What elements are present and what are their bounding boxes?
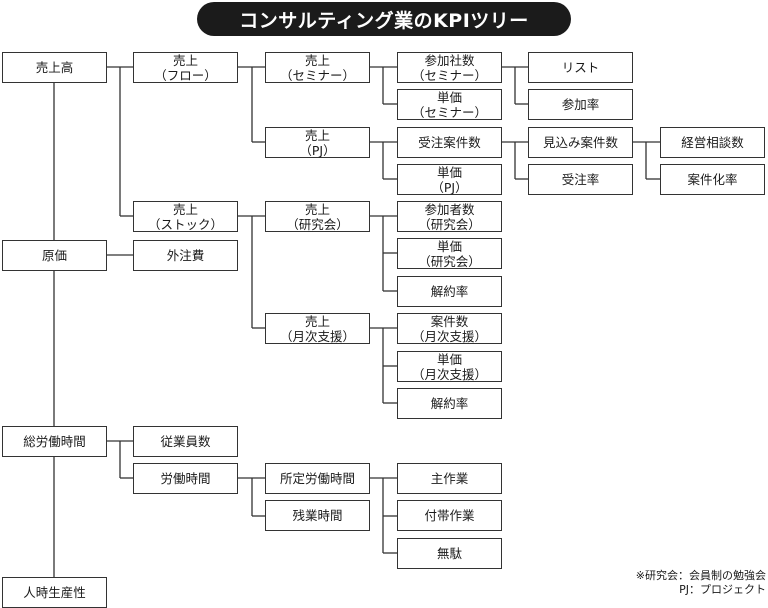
node-sublabel: （研究会） [418, 216, 481, 232]
node-label: 外注費 [166, 248, 205, 263]
node-label: 売上 [172, 52, 198, 68]
node-label: 所定労働時間 [279, 471, 355, 486]
node-label: 売上 [172, 201, 198, 217]
node-label: 労働時間 [160, 471, 211, 486]
node-sublabel: （研究会） [286, 216, 349, 232]
node-label: 従業員数 [160, 434, 211, 449]
node-label: 経営相談数 [681, 135, 744, 150]
footnote-line: ※研究会：会員制の勉強会 [635, 569, 766, 582]
node-order-rate: 受注率 [528, 164, 633, 195]
node-churn-monthly: 解約率 [397, 388, 502, 419]
node-unit-price-monthly: 単価 （月次支援） [397, 351, 502, 382]
node-label: 解約率 [430, 284, 469, 299]
node-label: 売上 [304, 52, 330, 68]
node-label: 単価 [436, 89, 462, 105]
node-label: 参加率 [561, 97, 600, 112]
node-list: リスト [528, 52, 633, 83]
node-label: 案件化率 [687, 172, 738, 187]
page-title: コンサルティング業のKPIツリー [197, 2, 571, 36]
node-label: 原価 [41, 248, 67, 263]
node-conversion-rate: 案件化率 [660, 164, 765, 195]
node-sublabel: （PJ） [431, 179, 468, 195]
node-waste: 無駄 [397, 538, 502, 569]
node-unit-price-study: 単価 （研究会） [397, 238, 502, 269]
node-participation-rate: 参加率 [528, 89, 633, 120]
node-sales-monthly: 売上 （月次支援） [265, 313, 370, 344]
node-label: 無駄 [436, 546, 462, 561]
node-label: 主作業 [430, 471, 469, 486]
node-orders-count: 受注案件数 [397, 127, 502, 158]
node-outsourcing: 外注費 [133, 240, 238, 271]
node-label: 総労働時間 [23, 434, 86, 449]
node-scheduled-hours: 所定労働時間 [265, 463, 370, 494]
node-label: 参加者数 [424, 201, 475, 217]
node-label: 参加社数 [424, 52, 475, 68]
node-sublabel: （PJ） [299, 142, 336, 158]
node-label: 案件数 [430, 313, 469, 329]
node-label: 付帯作業 [424, 508, 475, 523]
node-sales-pj: 売上 （PJ） [265, 127, 370, 158]
node-sales-stock: 売上 （ストック） [133, 201, 238, 232]
node-label: 売上 [304, 313, 330, 329]
node-label: 受注案件数 [418, 135, 481, 150]
node-prospects: 見込み案件数 [528, 127, 633, 158]
node-cases-monthly: 案件数 （月次支援） [397, 313, 502, 344]
node-members-study: 参加者数 （研究会） [397, 201, 502, 232]
node-sales-seminar: 売上 （セミナー） [265, 52, 370, 83]
node-churn-study: 解約率 [397, 276, 502, 307]
node-sales-flow: 売上 （フロー） [133, 52, 238, 83]
footnote: ※研究会：会員制の勉強会 PJ：プロジェクト [610, 569, 766, 597]
node-main-work: 主作業 [397, 463, 502, 494]
node-cost: 原価 [2, 240, 107, 271]
node-incidental-work: 付帯作業 [397, 500, 502, 531]
node-sublabel: （フロー） [154, 67, 217, 83]
node-employees: 従業員数 [133, 426, 238, 457]
node-label: 売上 [304, 127, 330, 143]
footnote-line: PJ：プロジェクト [679, 583, 766, 596]
node-label: 人時生産性 [23, 585, 86, 600]
node-overtime: 残業時間 [265, 500, 370, 531]
node-sales-total: 売上高 [2, 52, 107, 83]
node-label: 解約率 [430, 396, 469, 411]
node-label: 単価 [436, 351, 462, 367]
node-label: 残業時間 [292, 508, 343, 523]
node-participants-seminar: 参加社数 （セミナー） [397, 52, 502, 83]
node-sublabel: （月次支援） [411, 328, 487, 344]
node-sublabel: （月次支援） [279, 328, 355, 344]
node-label: 単価 [436, 164, 462, 180]
node-label: 売上高 [35, 60, 74, 75]
node-sublabel: （月次支援） [411, 366, 487, 382]
node-total-hours: 総労働時間 [2, 426, 107, 457]
node-unit-price-seminar: 単価 （セミナー） [397, 89, 502, 120]
node-consultations: 経営相談数 [660, 127, 765, 158]
node-sublabel: （セミナー） [279, 67, 355, 83]
node-working-hours: 労働時間 [133, 463, 238, 494]
node-productivity: 人時生産性 [2, 577, 107, 608]
node-sales-study: 売上 （研究会） [265, 201, 370, 232]
node-label: 見込み案件数 [542, 135, 618, 150]
node-sublabel: （研究会） [418, 253, 481, 269]
node-sublabel: （セミナー） [411, 67, 487, 83]
node-sublabel: （ストック） [147, 216, 223, 232]
node-label: 売上 [304, 201, 330, 217]
node-label: 受注率 [561, 172, 600, 187]
node-label: リスト [561, 60, 600, 75]
node-unit-price-pj: 単価 （PJ） [397, 164, 502, 195]
node-sublabel: （セミナー） [411, 104, 487, 120]
node-label: 単価 [436, 238, 462, 254]
